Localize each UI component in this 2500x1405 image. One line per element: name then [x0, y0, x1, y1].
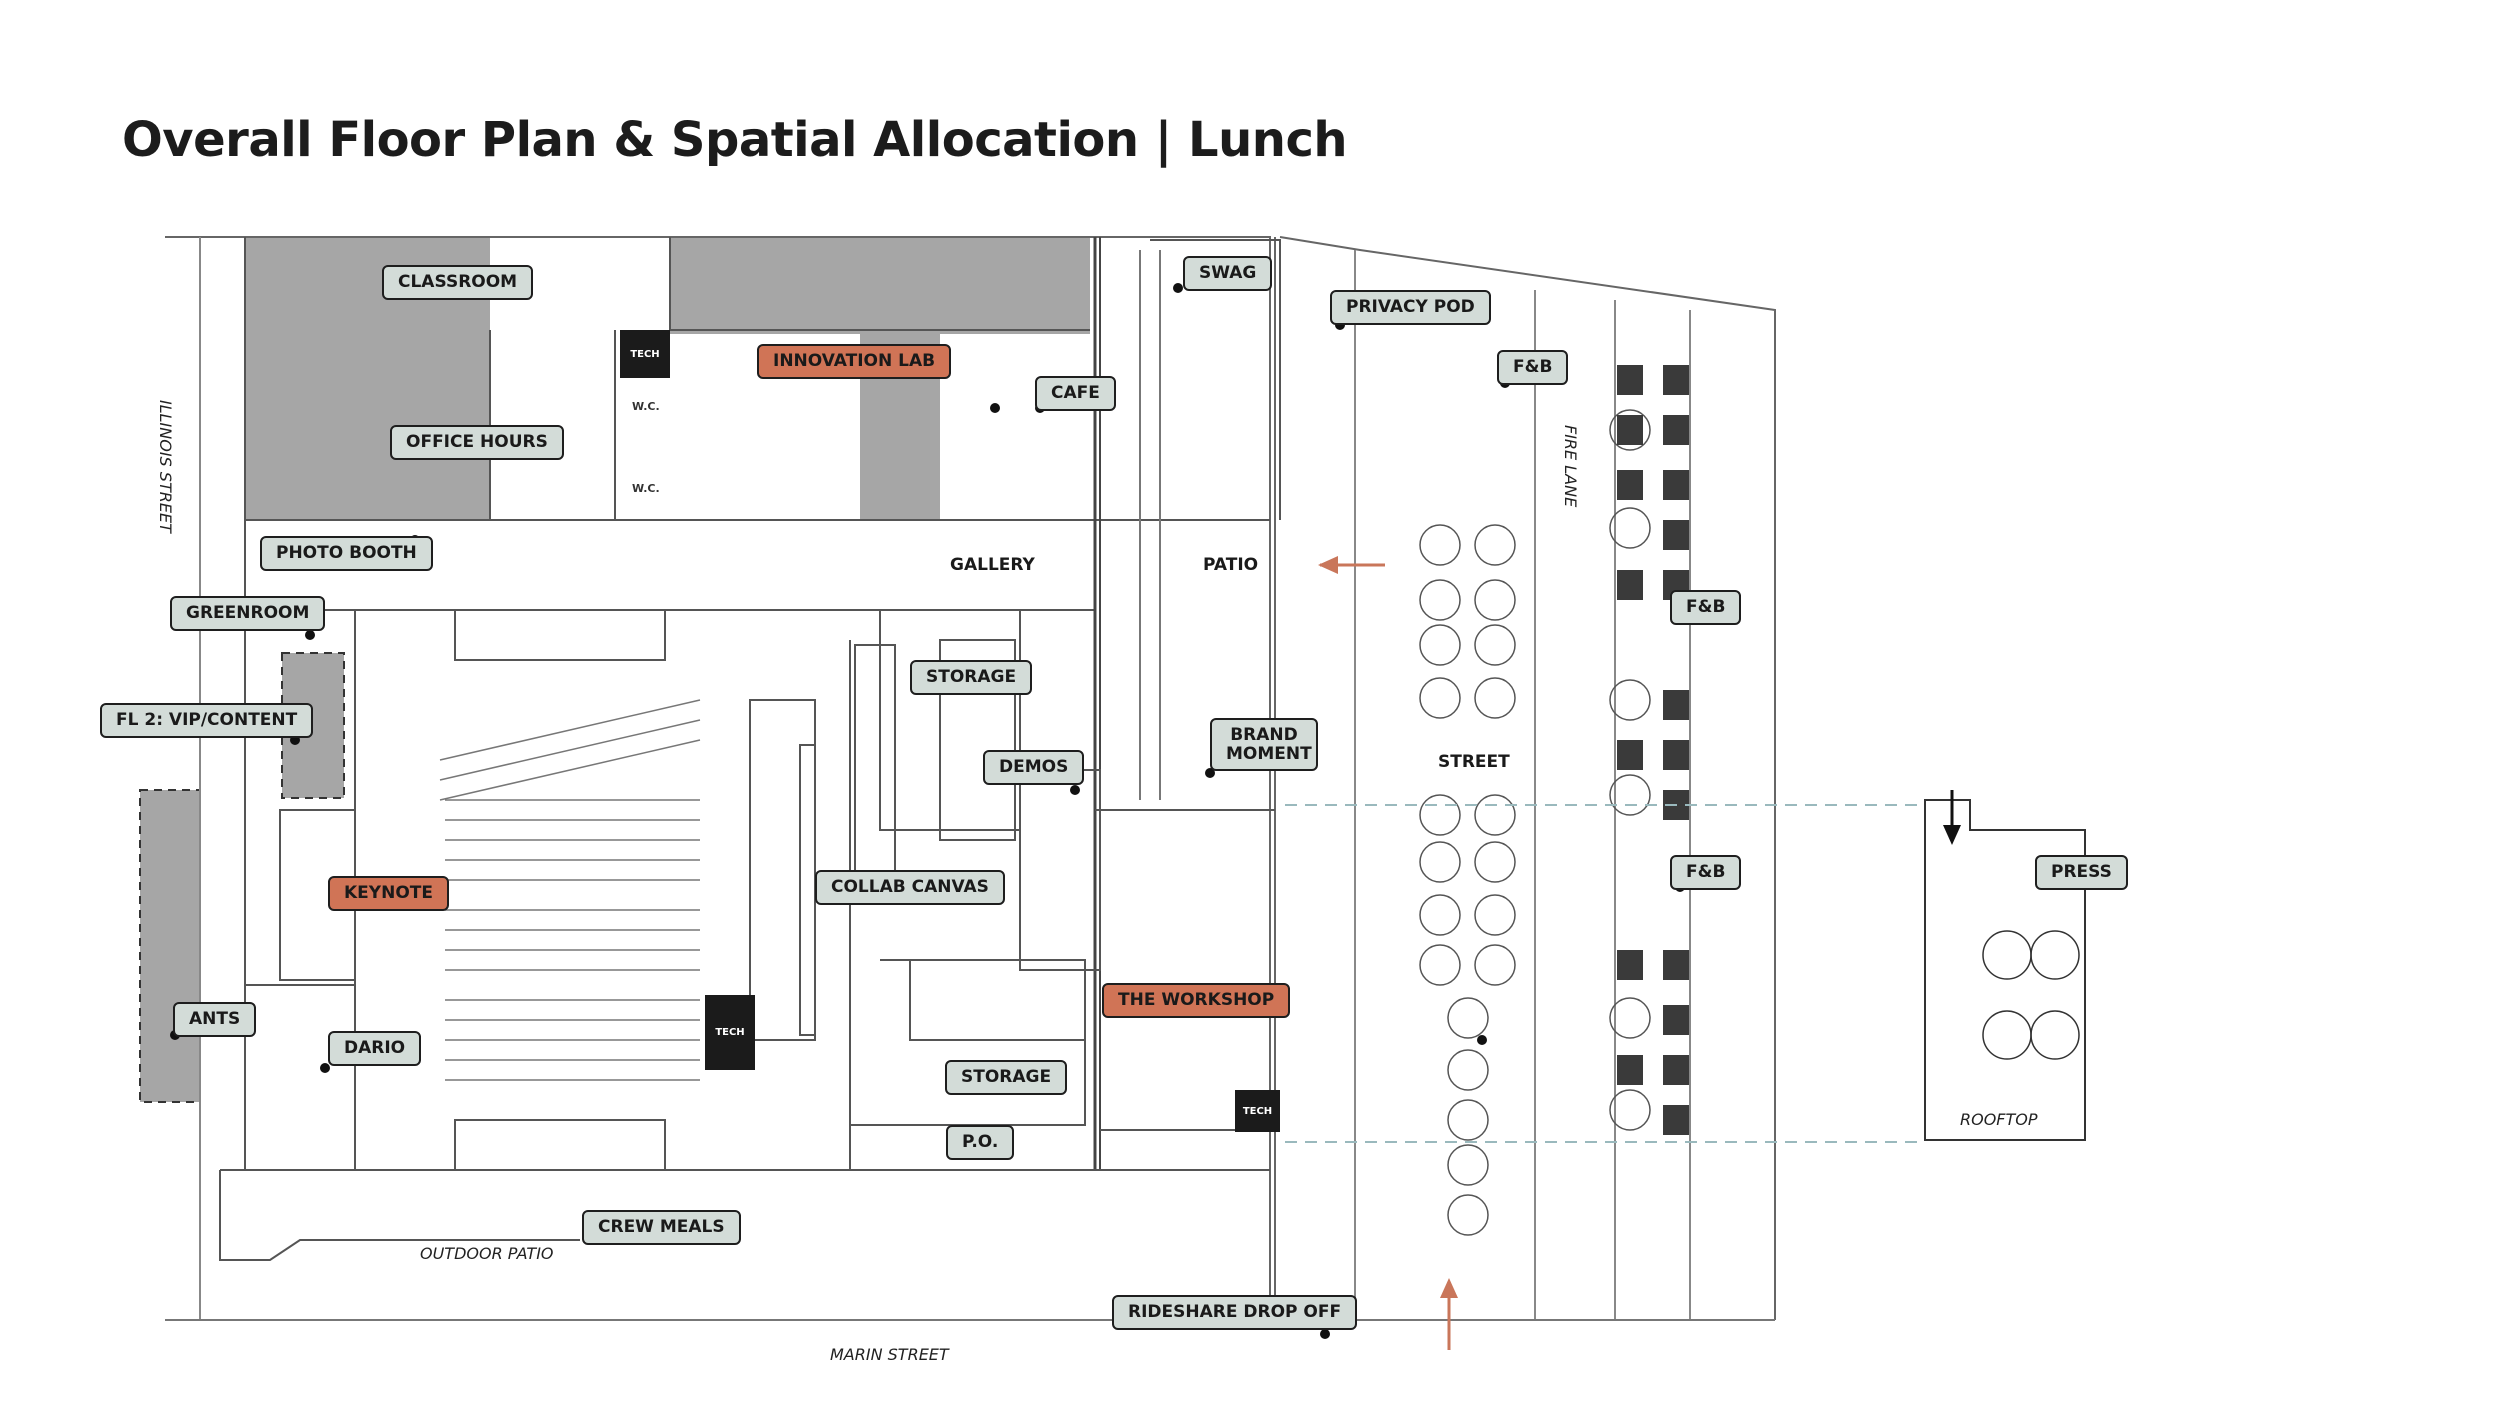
label-photo-booth[interactable]: PHOTO BOOTH — [260, 536, 433, 571]
street-zone-label: STREET — [1438, 752, 1510, 772]
label-privacy-pod[interactable]: PRIVACY POD — [1330, 290, 1491, 325]
label-storage-1[interactable]: STORAGE — [910, 660, 1033, 695]
tech-booth-lab: TECH — [620, 330, 670, 378]
page-title: Overall Floor Plan & Spatial Allocation … — [122, 112, 1348, 168]
label-greenroom[interactable]: GREENROOM — [170, 596, 326, 631]
label-rideshare-drop-off[interactable]: RIDESHARE DROP OFF — [1112, 1295, 1358, 1330]
label-collab-canvas[interactable]: COLLAB CANVAS — [815, 870, 1005, 905]
label-cafe[interactable]: CAFE — [1035, 376, 1116, 411]
label-office-hours[interactable]: OFFICE HOURS — [390, 425, 564, 460]
label-demos[interactable]: DEMOS — [983, 750, 1085, 785]
patio-label: PATIO — [1203, 555, 1259, 575]
label-keynote[interactable]: KEYNOTE — [328, 876, 449, 911]
label-press[interactable]: PRESS — [2035, 855, 2128, 890]
label-brand-moment[interactable]: BRAND MOMENT — [1210, 718, 1318, 772]
vip-area — [281, 652, 345, 799]
tech-booth-keynote: TECH — [705, 995, 755, 1070]
illinois-street-label: ILLINOIS STREET — [156, 400, 175, 533]
fire-lane-label: FIRE LANE — [1561, 425, 1580, 508]
ants-area — [139, 789, 201, 1103]
label-fl2-vip-content[interactable]: FL 2: VIP/CONTENT — [100, 703, 314, 738]
gallery-label: GALLERY — [950, 555, 1035, 575]
rooftop-label: ROOFTOP — [1960, 1110, 2038, 1129]
label-storage-2[interactable]: STORAGE — [945, 1060, 1068, 1095]
label-crew-meals[interactable]: CREW MEALS — [582, 1210, 741, 1245]
label-dario[interactable]: DARIO — [328, 1031, 422, 1066]
label-po[interactable]: P.O. — [946, 1125, 1015, 1160]
gray-area-north — [670, 237, 1090, 334]
restroom-label-2: W.C. — [632, 482, 660, 495]
label-fb-3[interactable]: F&B — [1670, 855, 1742, 890]
label-the-workshop[interactable]: THE WORKSHOP — [1102, 983, 1291, 1018]
tech-booth-workshop: TECH — [1235, 1090, 1280, 1132]
label-fb-2[interactable]: F&B — [1670, 590, 1742, 625]
label-ants[interactable]: ANTS — [173, 1002, 257, 1037]
label-swag[interactable]: SWAG — [1183, 256, 1273, 291]
label-fb-1[interactable]: F&B — [1497, 350, 1569, 385]
label-innovation-lab[interactable]: INNOVATION LAB — [757, 344, 952, 379]
label-classroom[interactable]: CLASSROOM — [382, 265, 534, 300]
outdoor-patio-label: OUTDOOR PATIO — [420, 1244, 554, 1263]
marin-street-label: MARIN STREET — [830, 1345, 949, 1364]
restroom-label-1: W.C. — [632, 400, 660, 413]
